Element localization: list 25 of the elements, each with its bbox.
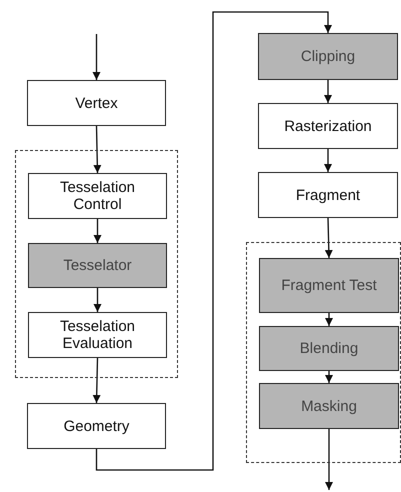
process-box: Fragment xyxy=(258,172,398,218)
process-box: Rasterization xyxy=(258,103,398,149)
process-box: Masking xyxy=(259,383,399,429)
arrow xyxy=(324,149,332,172)
process-box: Geometry xyxy=(27,403,166,449)
process-box: Tesselation Control xyxy=(28,173,167,219)
process-box: Vertex xyxy=(27,80,166,126)
arrow xyxy=(92,34,100,80)
arrow xyxy=(93,126,102,174)
arrow xyxy=(325,313,333,326)
process-box: Tesselator xyxy=(28,243,167,288)
group-frame xyxy=(246,242,401,463)
arrow xyxy=(324,80,332,103)
process-box: Blending xyxy=(259,326,399,371)
process-box: Tesselation Evaluation xyxy=(28,312,167,358)
process-box: Clipping xyxy=(258,33,398,80)
arrow xyxy=(92,358,101,404)
arrow xyxy=(94,288,102,312)
group-frame xyxy=(15,150,178,378)
arrow xyxy=(94,219,102,243)
arrow xyxy=(96,11,332,471)
arrow xyxy=(325,371,333,383)
arrow xyxy=(324,218,333,258)
process-box: Fragment Test xyxy=(259,258,399,313)
arrow xyxy=(325,429,333,490)
